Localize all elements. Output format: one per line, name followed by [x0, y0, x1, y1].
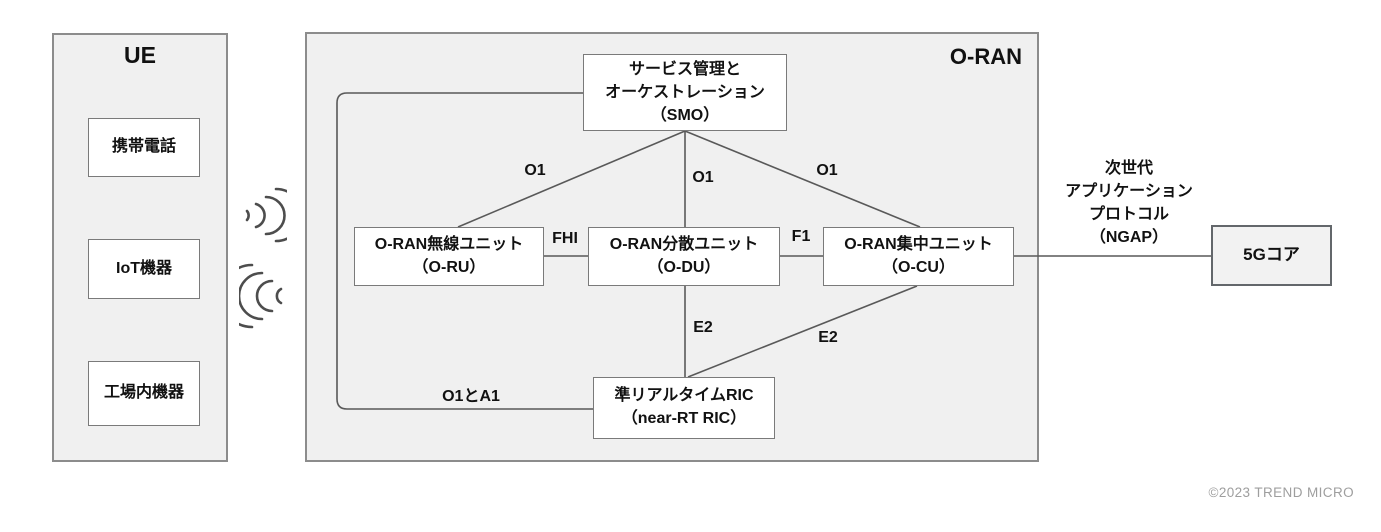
node-factory-device: 工場内機器: [88, 361, 200, 426]
edge-label-oru-odu: FHI: [552, 230, 578, 247]
node-iot-device-label: IoT機器: [116, 259, 172, 277]
node-o-ru-line1: O-RAN無線ユニット: [374, 235, 524, 253]
ngap-line2: アプリケーション: [1065, 183, 1193, 200]
node-mobile-phone: 携帯電話: [88, 118, 200, 177]
edge-label-smo-ocu: O1: [816, 162, 838, 179]
edge-label-ocu-ric: E2: [818, 329, 838, 346]
node-near-rt-ric-line1: 準リアルタイムRIC: [614, 387, 754, 405]
node-near-rt-ric-line2: （near-RT RIC）: [621, 410, 747, 427]
ngap-line1: 次世代: [1104, 160, 1153, 177]
node-iot-device: IoT機器: [88, 239, 200, 299]
node-o-cu-line2: （O-CU）: [882, 258, 955, 276]
node-factory-device-label: 工場内機器: [103, 384, 184, 402]
ngap-line3: プロトコル: [1088, 206, 1169, 223]
node-smo: サービス管理と オーケストレーション （SMO）: [583, 54, 787, 131]
node-o-cu: O-RAN集中ユニット （O-CU）: [823, 227, 1014, 286]
signal-waves-right-icon: [243, 186, 287, 244]
ue-panel-title: UE: [124, 42, 156, 68]
signal-waves-left-icon: [239, 262, 285, 330]
node-o-ru-line2: （O-RU）: [412, 258, 486, 276]
node-smo-line1: サービス管理と: [628, 61, 741, 78]
node-o-du-line1: O-RAN分散ユニット: [609, 235, 759, 253]
edge-label-smo-odu: O1: [692, 169, 714, 186]
node-o-cu-line1: O-RAN集中ユニット: [844, 235, 993, 253]
oran-panel-title: O-RAN: [949, 44, 1022, 69]
node-5g-core-label: 5Gコア: [1243, 245, 1300, 265]
node-o-du-line2: （O-DU）: [647, 258, 721, 276]
node-smo-line2: オーケストレーション: [605, 84, 765, 101]
node-mobile-phone-label: 携帯電話: [111, 138, 176, 156]
edge-label-smo-oru: O1: [524, 162, 546, 179]
ngap-protocol-label: 次世代 アプリケーション プロトコル （NGAP）: [1044, 157, 1214, 249]
edge-label-odu-ocu: F1: [791, 228, 811, 245]
node-smo-line3: （SMO）: [650, 107, 720, 124]
edge-label-odu-ric: E2: [693, 319, 713, 336]
ngap-line4: （NGAP）: [1089, 229, 1169, 246]
node-o-ru: O-RAN無線ユニット （O-RU）: [354, 227, 544, 286]
node-5g-core: 5Gコア: [1211, 225, 1332, 286]
node-near-rt-ric: 準リアルタイムRIC （near-RT RIC）: [593, 377, 775, 439]
copyright-notice: ©2023 TREND MICRO: [1208, 485, 1354, 500]
node-o-du: O-RAN分散ユニット （O-DU）: [588, 227, 780, 286]
edge-label-smo-ric: O1とA1: [442, 388, 500, 405]
